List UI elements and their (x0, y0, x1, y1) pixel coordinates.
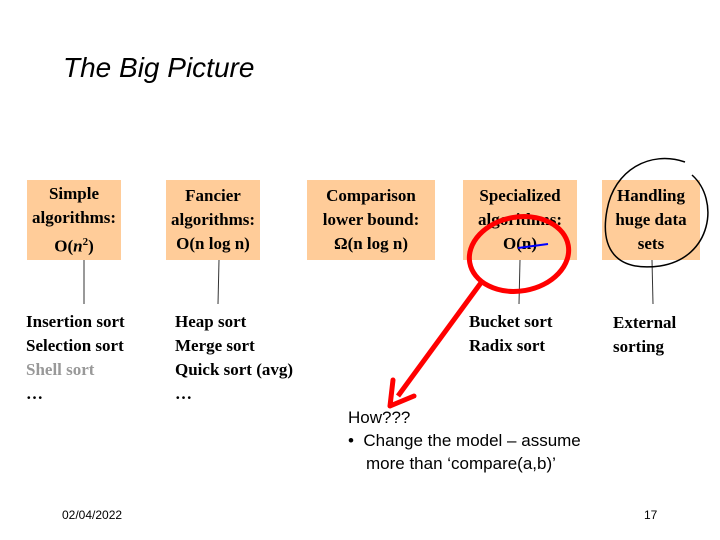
box-line: Comparison (326, 186, 416, 205)
box-simple: Simple algorithms: O(n2) (27, 180, 121, 260)
list-simple: Insertion sort Selection sort Shell sort… (26, 310, 125, 406)
box-line: Simple (48, 183, 100, 203)
list-item: Shell sort (26, 360, 95, 379)
blue-strike-annotation (517, 243, 549, 249)
list-item: Selection sort (26, 336, 124, 355)
list-item: Insertion sort (26, 312, 125, 331)
box-handling: Handling huge data sets (602, 180, 700, 260)
slide-title: The Big Picture (63, 52, 255, 83)
bullet-text: Change the model – assume (363, 431, 581, 450)
how-bullet: • Change the model – assume (348, 429, 581, 452)
list-specialized: Bucket sort Radix sort (469, 310, 553, 358)
list-handling: External sorting (613, 311, 676, 359)
bullet-text-cont: more than ‘compare(a,b)’ (366, 454, 556, 473)
connector-line (217, 259, 220, 305)
how-question: How??? (348, 408, 411, 427)
box-line: huge data (615, 210, 687, 229)
box-line: O(n log n) (176, 234, 250, 253)
box-line: Fancier (185, 186, 241, 205)
box-line: O(n2) (54, 235, 94, 256)
box-line: O(n) (503, 234, 537, 253)
box-fancier: Fancier algorithms: O(n log n) (166, 180, 260, 260)
box-line: lower bound: (322, 210, 420, 229)
black-circle-annotation (604, 157, 709, 268)
box-line: Ω(n log n) (333, 234, 409, 253)
list-item: sorting (613, 337, 664, 356)
red-arrow-annotation (395, 278, 486, 398)
list-item: External (613, 313, 677, 332)
list-fancier: Heap sort Merge sort Quick sort (avg) … (175, 310, 293, 406)
box-line: algorithms: (170, 210, 256, 229)
box-line: Handling (616, 186, 686, 205)
red-arrowhead (387, 377, 417, 409)
box-specialized: Specialized algorithms: O(n) (463, 180, 577, 260)
list-item: … (26, 384, 43, 403)
list-item: Merge sort (175, 336, 255, 355)
bullet: • (348, 431, 354, 450)
red-circle-annotation (466, 214, 572, 294)
page-number: 17 (644, 508, 658, 522)
box-comparison: Comparison lower bound: Ω(n log n) (307, 180, 435, 260)
connector-line (518, 259, 521, 305)
box-line: algorithms: (477, 210, 563, 229)
box-line: algorithms: (31, 207, 117, 227)
list-item: Heap sort (175, 312, 247, 331)
footer-date: 02/04/2022 (62, 508, 123, 522)
list-item: … (175, 384, 192, 403)
list-item: Bucket sort (469, 312, 553, 331)
box-line: sets (637, 234, 665, 253)
how-note: How??? • Change the model – assume more … (348, 406, 581, 475)
list-item: Quick sort (avg) (175, 360, 294, 379)
box-line: Specialized (479, 186, 561, 205)
list-item: Radix sort (469, 336, 546, 355)
